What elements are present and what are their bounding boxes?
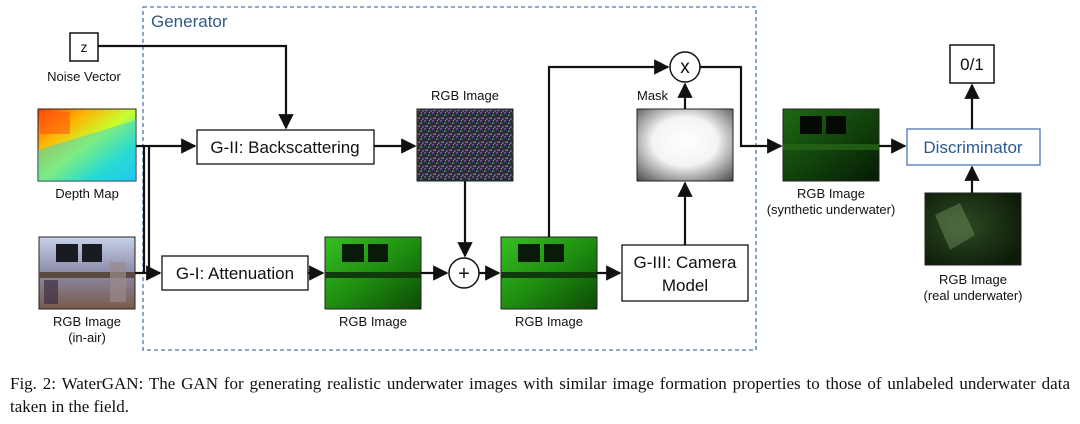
generator-title: Generator bbox=[151, 12, 228, 31]
rgb-inair-label-1: RGB Image bbox=[53, 314, 121, 329]
output-box bbox=[949, 44, 995, 84]
backscattering-box bbox=[196, 129, 375, 165]
figure-caption: Fig. 2: WaterGAN: The GAN for generating… bbox=[10, 374, 1070, 416]
synthetic-label-1: RGB Image bbox=[797, 186, 865, 201]
camera-model-box bbox=[621, 244, 749, 302]
edge-multiply-synthetic bbox=[700, 65, 783, 154]
multiply-symbol: x bbox=[680, 57, 690, 78]
connectors bbox=[98, 44, 980, 281]
backscattering-label: G-II: Backscattering bbox=[210, 138, 359, 157]
rgb-inair-label-2: (in-air) bbox=[68, 330, 106, 345]
discriminator-label: Discriminator bbox=[923, 138, 1023, 157]
real-label-1: RGB Image bbox=[939, 272, 1007, 287]
attenuated-rgb-label: RGB Image bbox=[339, 314, 407, 329]
output-label: 0/1 bbox=[960, 55, 984, 74]
generator-region bbox=[142, 6, 757, 351]
discriminator-box bbox=[906, 128, 1041, 166]
edge-noise-backscatter bbox=[98, 44, 294, 130]
noise-vector-label: Noise Vector bbox=[47, 69, 121, 84]
backscatter-rgb-label: RGB Image bbox=[431, 88, 499, 103]
mask-image bbox=[636, 108, 734, 182]
attenuated-rgb-image bbox=[324, 236, 422, 310]
noise-symbol: z bbox=[81, 39, 88, 55]
summed-rgb-label: RGB Image bbox=[515, 314, 583, 329]
rgb-inair-image bbox=[38, 236, 136, 310]
real-underwater-image bbox=[924, 192, 1022, 266]
summed-rgb-image bbox=[500, 236, 598, 310]
depth-map-image bbox=[37, 108, 137, 182]
real-label-2: (real underwater) bbox=[924, 288, 1023, 303]
camera-model-label-1: G-III: Camera bbox=[634, 253, 738, 272]
attenuation-label: G-I: Attenuation bbox=[176, 264, 294, 283]
add-symbol: + bbox=[458, 263, 470, 285]
camera-model-label-2: Model bbox=[662, 276, 708, 295]
mask-label: Mask bbox=[637, 88, 669, 103]
synthetic-underwater-image bbox=[782, 108, 880, 182]
depth-map-label: Depth Map bbox=[55, 186, 119, 201]
synthetic-label-2: (synthetic underwater) bbox=[767, 202, 896, 217]
edge-summed-multiply bbox=[547, 59, 670, 237]
backscatter-rgb-image bbox=[416, 108, 514, 182]
